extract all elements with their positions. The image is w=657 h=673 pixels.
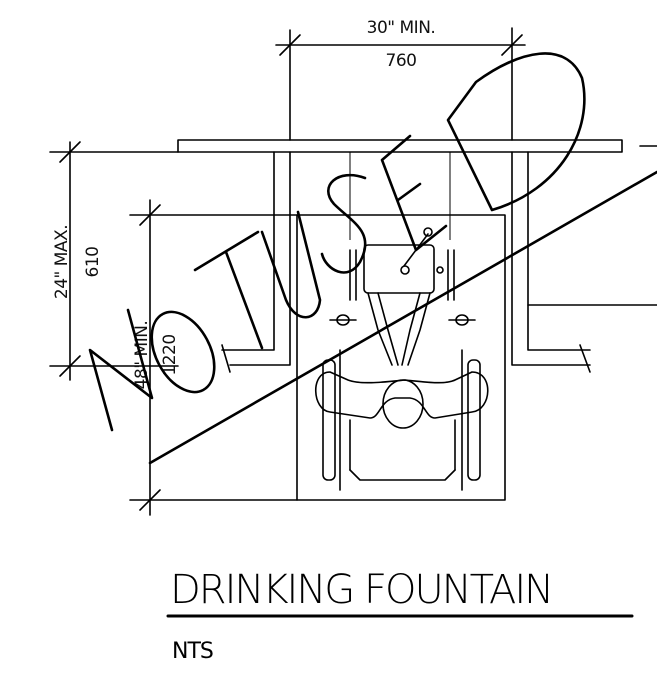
height-metric-label: 610 xyxy=(83,247,103,278)
not-used-stamp xyxy=(88,52,657,465)
width-imperial-label: 30" MIN. xyxy=(367,18,436,38)
scale-label: NTS xyxy=(172,639,213,664)
fountain-counter xyxy=(177,139,657,153)
depth-imperial-label: 48" MIN. xyxy=(132,321,152,390)
wheelchair-symbol xyxy=(315,227,489,491)
title-block: DRINKING FOUNTAIN NTS xyxy=(166,567,634,664)
wall-alcove xyxy=(221,151,657,373)
width-dimension: 30" MIN. 760 xyxy=(275,18,526,141)
depth-metric-label: 1220 xyxy=(160,334,180,375)
clear-floor-space xyxy=(296,214,506,501)
height-imperial-label: 24" MAX. xyxy=(52,225,72,299)
drawing-title: DRINKING FOUNTAIN xyxy=(170,567,552,613)
width-metric-label: 760 xyxy=(386,51,417,71)
height-dimension: 24" MAX. 610 xyxy=(49,141,179,381)
